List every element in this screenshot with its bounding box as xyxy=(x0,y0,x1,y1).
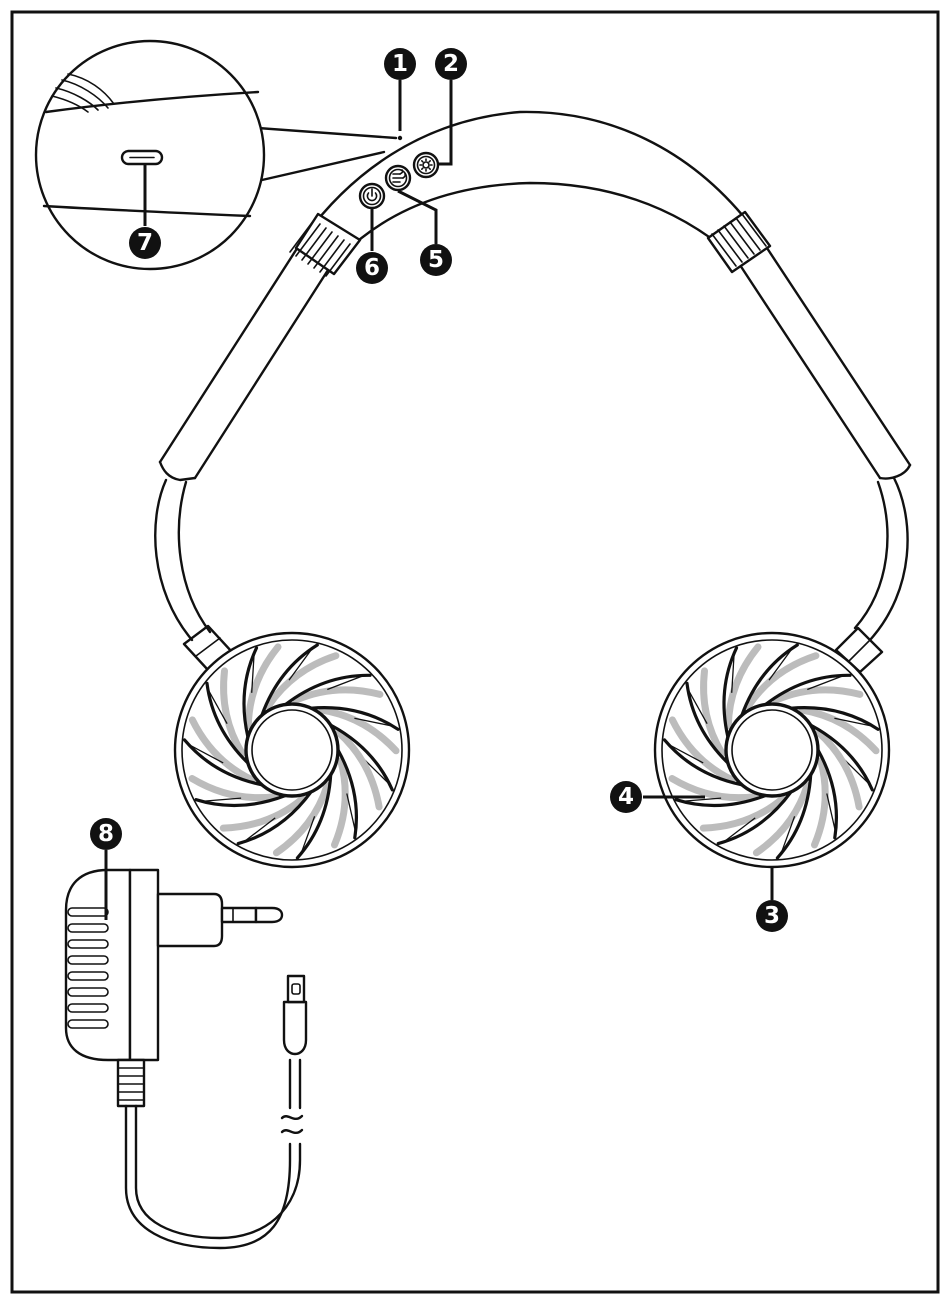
callout-7-label: 7 xyxy=(137,230,153,256)
light-button[interactable] xyxy=(414,153,438,177)
callout-1: 1 xyxy=(384,48,416,80)
callout-2-label: 2 xyxy=(443,51,459,77)
callout-3-label: 3 xyxy=(764,903,780,929)
power-button[interactable] xyxy=(360,184,384,208)
led-indicator xyxy=(398,136,402,140)
neckband xyxy=(155,112,910,672)
callout-1-label: 1 xyxy=(392,51,408,77)
right-fan xyxy=(655,633,889,867)
left-fan xyxy=(175,633,409,867)
callout-2: 2 xyxy=(435,48,467,80)
callout-8: 8 xyxy=(90,818,122,850)
callout-6-label: 6 xyxy=(364,255,380,281)
callout-3: 3 xyxy=(756,900,788,932)
callout-4: 4 xyxy=(610,781,642,813)
speed-button[interactable] xyxy=(386,166,410,190)
right-ribbed-joint xyxy=(708,212,770,272)
callout-5-label: 5 xyxy=(428,247,444,273)
callout-5: 5 xyxy=(420,244,452,276)
callout-8-label: 8 xyxy=(98,821,114,847)
left-ribbed-joint xyxy=(290,214,360,276)
callout-7: 7 xyxy=(129,227,161,259)
adapter-strain-relief xyxy=(118,1060,144,1106)
callout-4-label: 4 xyxy=(618,784,634,810)
callout-6: 6 xyxy=(356,252,388,284)
power-adapter xyxy=(66,870,306,1248)
cable-break-icon xyxy=(282,1116,302,1133)
plug-prong xyxy=(222,908,282,922)
